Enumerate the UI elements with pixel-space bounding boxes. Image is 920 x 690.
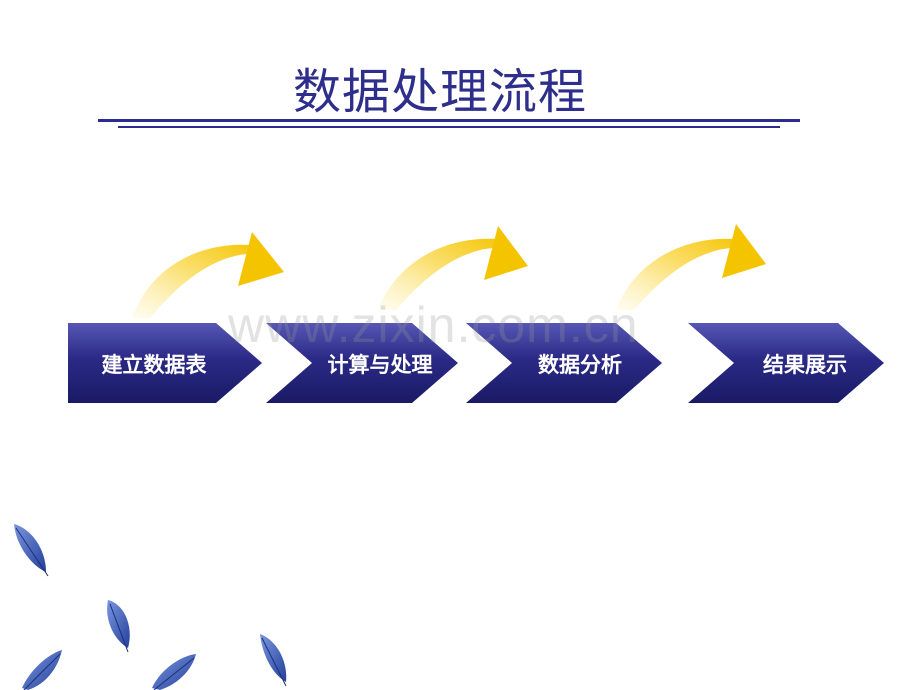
curved-arrow-icon — [132, 232, 284, 318]
leaf-icon — [260, 634, 287, 687]
step-chevron-2 — [266, 323, 458, 403]
step-label-4: 结果展示 — [763, 353, 847, 377]
title-underline-top — [98, 119, 800, 122]
leaf-icon — [152, 654, 196, 690]
step-label-1: 建立数据表 — [101, 353, 207, 377]
title-underline-bottom — [118, 126, 780, 128]
curved-arrow-icon — [616, 224, 766, 310]
leaf-icon — [107, 600, 130, 653]
curved-arrow-icon — [378, 226, 528, 310]
step-chevron-1 — [68, 323, 262, 403]
step-chevron-3 — [466, 323, 662, 403]
page-title: 数据处理流程 — [292, 64, 587, 120]
step-chevron-4 — [688, 323, 884, 403]
leaf-icon — [22, 650, 62, 690]
step-label-2: 计算与处理 — [327, 353, 433, 377]
step-label-3: 数据分析 — [538, 353, 622, 377]
watermark-text: www.zixin.com.cn — [228, 297, 639, 353]
leaf-icon — [14, 524, 49, 577]
